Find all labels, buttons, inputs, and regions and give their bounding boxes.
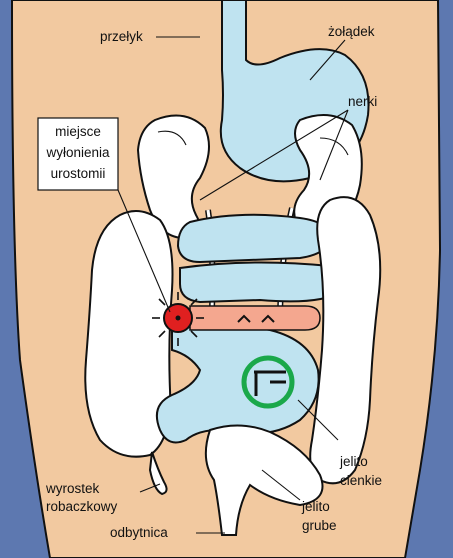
label-stoma-site-2: wyłonienia bbox=[45, 145, 110, 160]
label-large-intestine-2: grube bbox=[302, 518, 337, 533]
label-kidneys: nerki bbox=[348, 94, 377, 109]
label-stoma-site-1: miejsce bbox=[55, 124, 101, 139]
label-esophagus: przełyk bbox=[100, 29, 143, 44]
label-appendix-2: robaczkowy bbox=[46, 499, 118, 514]
ileal-conduit bbox=[190, 306, 320, 330]
transverse-bowel-shape bbox=[178, 215, 330, 262]
small-bowel-loop-1 bbox=[180, 262, 342, 302]
label-stoma-site-3: urostomii bbox=[51, 166, 106, 181]
label-stomach: żołądek bbox=[328, 24, 375, 39]
label-rectum: odbytnica bbox=[110, 525, 168, 540]
label-small-intestine-2: cienkie bbox=[340, 473, 382, 488]
label-appendix-1: wyrostek bbox=[45, 481, 100, 496]
label-small-intestine-1: jelito bbox=[339, 454, 368, 469]
label-large-intestine-1: jelito bbox=[301, 499, 330, 514]
